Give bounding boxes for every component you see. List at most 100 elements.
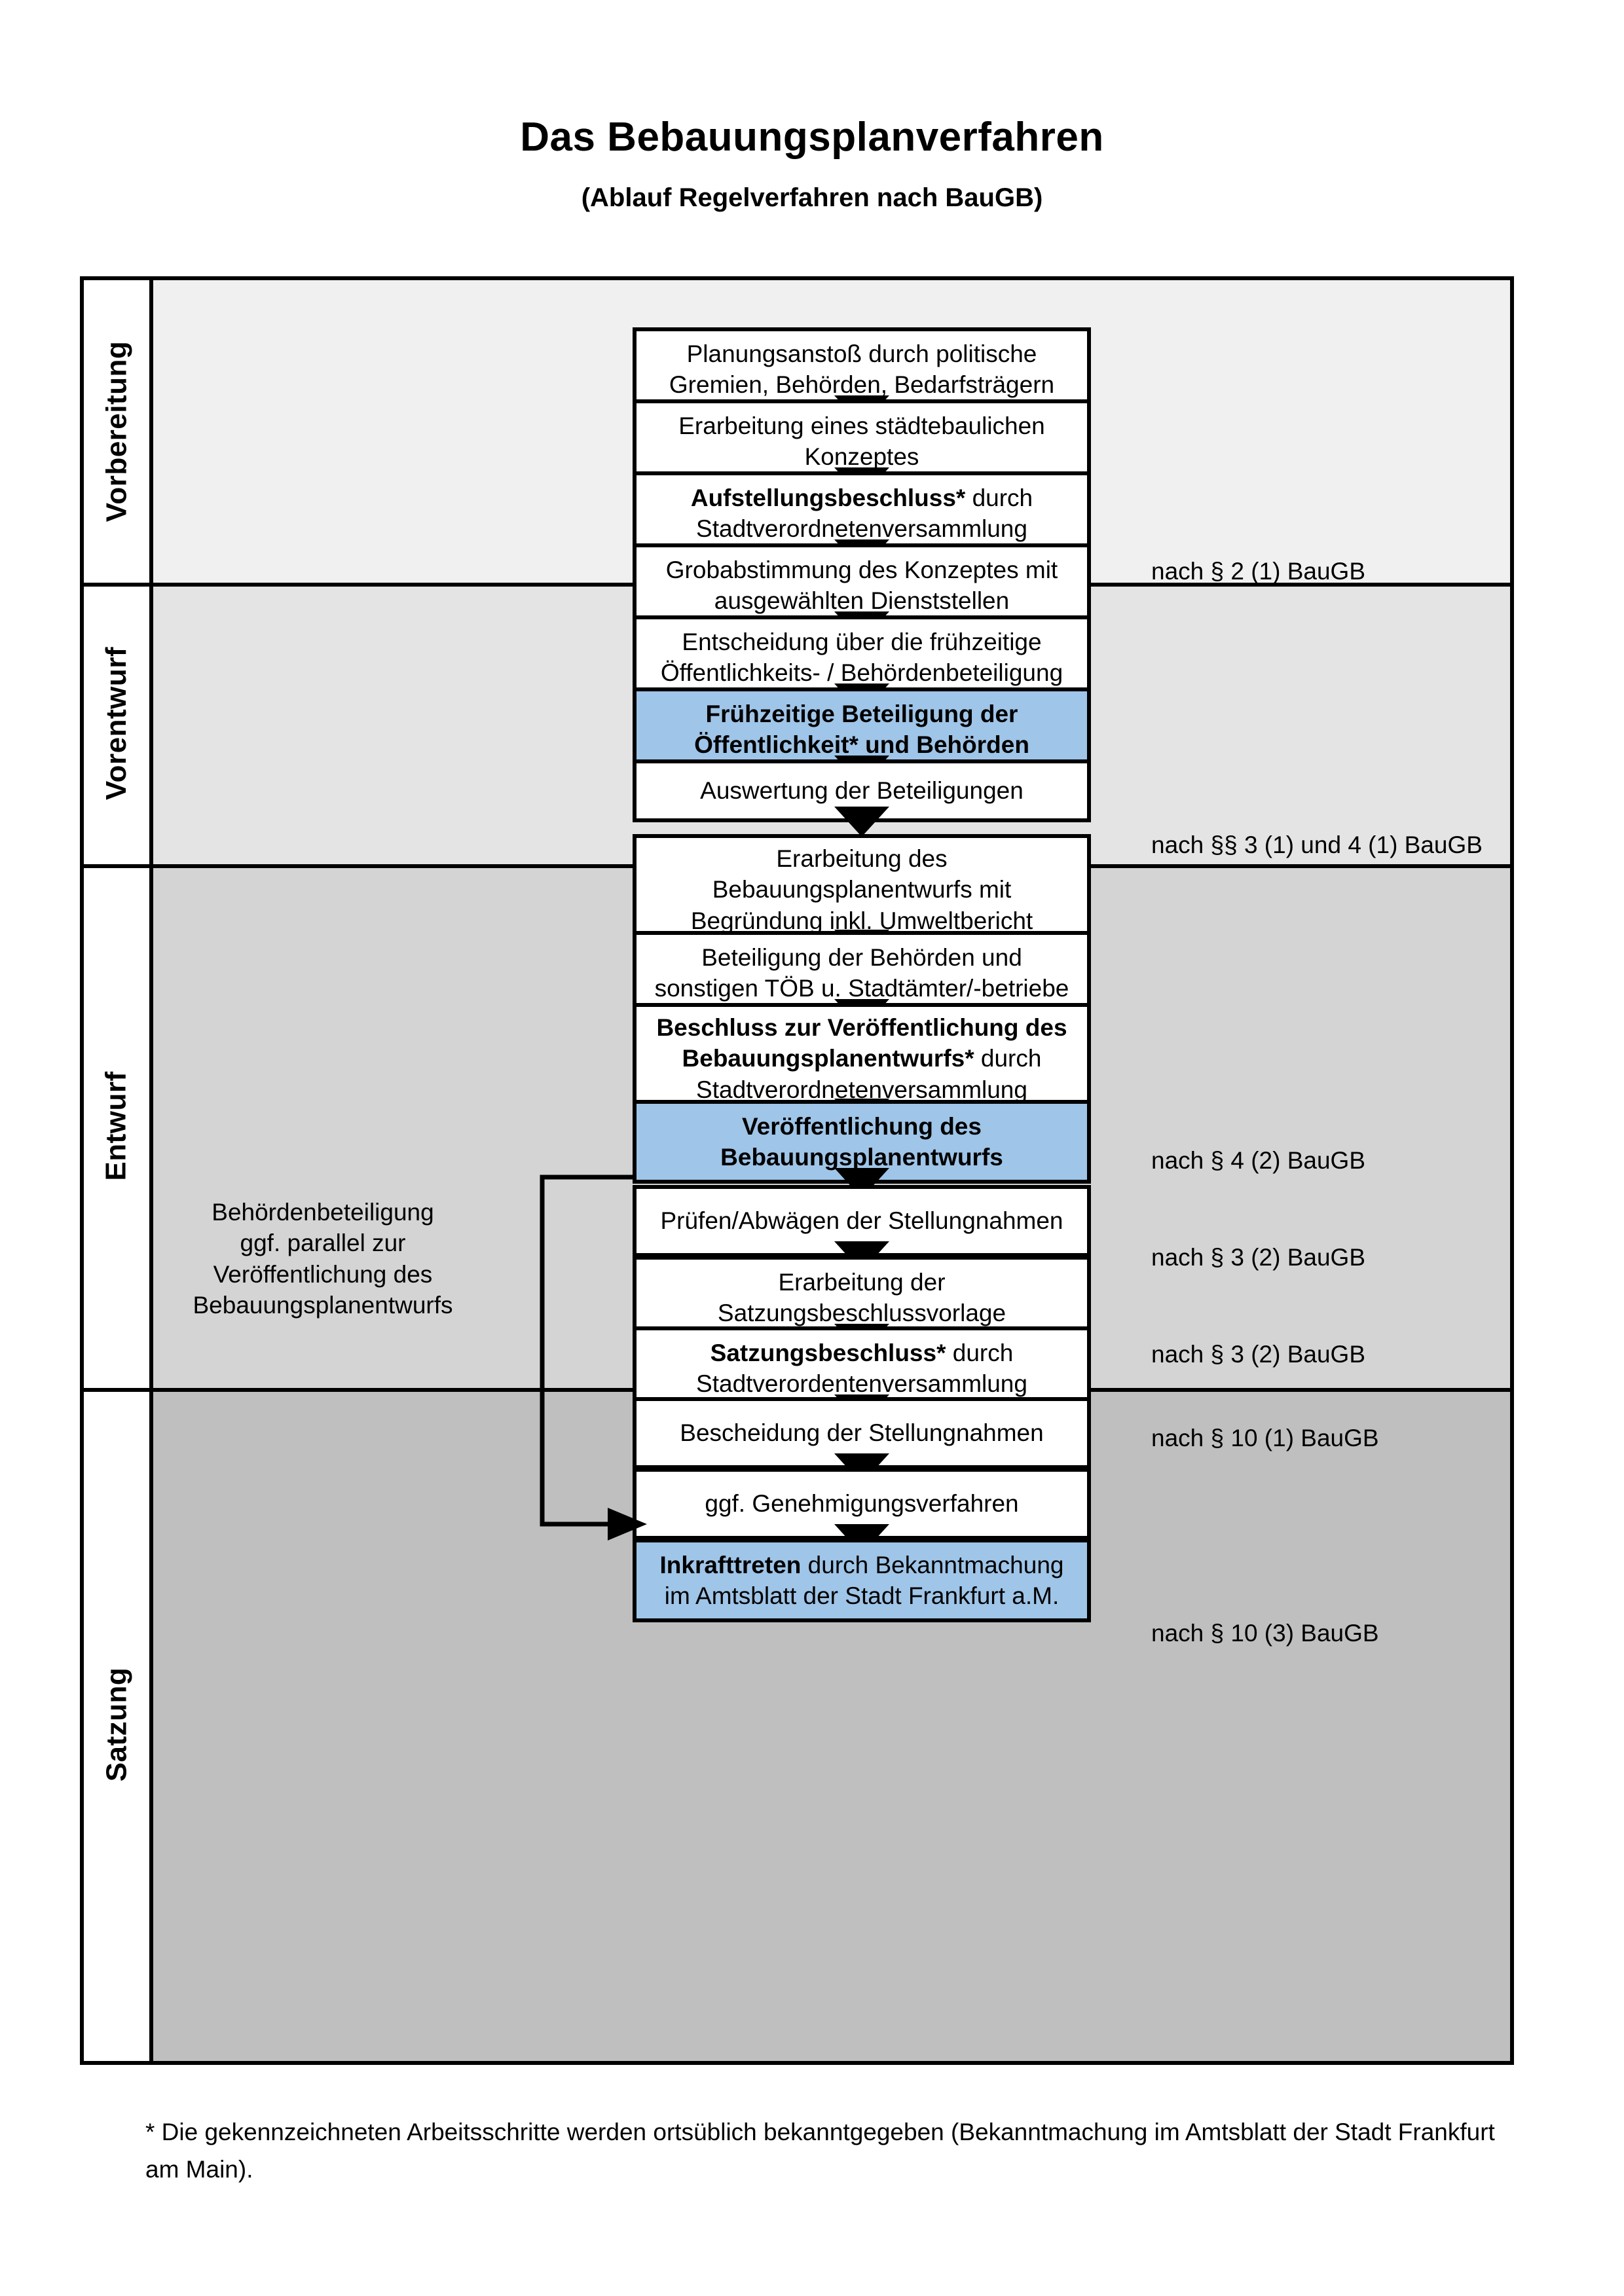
step-line-bold: Öffentlichkeit* und Behörden bbox=[694, 731, 1029, 758]
footnote: * Die gekennzeichneten Arbeitsschritte w… bbox=[145, 2119, 1495, 2183]
law-reference-ref-10-1: nach § 10 (1) BauGB bbox=[1151, 1425, 1379, 1451]
law-reference-ref-10-3: nach § 10 (3) BauGB bbox=[1151, 1620, 1379, 1647]
side-note-line: Bebauungsplanentwurfs bbox=[193, 1292, 453, 1319]
step-line-bold: Veröffentlichung des bbox=[742, 1112, 982, 1140]
step-line: ggf. Genehmigungsverfahren bbox=[644, 1488, 1079, 1519]
step-line-text: Erarbeitung eines städtebaulichen bbox=[678, 412, 1045, 439]
phase-label: Vorentwurf bbox=[100, 647, 132, 800]
step-line: Planungsanstoß durch politische bbox=[644, 338, 1079, 369]
step-line-text: Gremien, Behörden, Bedarfsträgern bbox=[669, 371, 1055, 398]
step-line: Grobabstimmung des Konzeptes mit bbox=[644, 555, 1079, 585]
step-line: Prüfen/Abwägen der Stellungnahmen bbox=[644, 1205, 1079, 1236]
step-line-text: Stadtverordentenversammlung bbox=[696, 1370, 1027, 1397]
step-line-bold: Inkrafttreten bbox=[659, 1551, 802, 1578]
step-line: Erarbeitung eines städtebaulichen bbox=[644, 410, 1079, 441]
law-reference-ref-3-2-b: nach § 3 (2) BauGB bbox=[1151, 1341, 1366, 1368]
step-line: Bebauungsplanentwurfs* durch bbox=[644, 1043, 1079, 1074]
step-line-text: Prüfen/Abwägen der Stellungnahmen bbox=[660, 1207, 1063, 1235]
arrow-down-icon bbox=[834, 807, 889, 837]
step-line-text: Bebauungsplanentwurfs mit bbox=[712, 876, 1012, 903]
step-line: Frühzeitige Beteiligung der bbox=[644, 699, 1079, 729]
side-note-line: ggf. parallel zur bbox=[240, 1230, 406, 1257]
step-line-tail: durch bbox=[946, 1339, 1014, 1366]
step-line: im Amtsblatt der Stadt Frankfurt a.M. bbox=[644, 1580, 1079, 1611]
step-line: Inkrafttreten durch Bekanntmachung bbox=[644, 1550, 1079, 1580]
step-line: Satzungsbeschluss* durch bbox=[644, 1338, 1079, 1368]
step-line: Öffentlichkeits- / Behördenbeteiligung bbox=[644, 657, 1079, 688]
step-line: Erarbeitung des bbox=[644, 843, 1079, 874]
step-line-text: Öffentlichkeits- / Behördenbeteiligung bbox=[660, 659, 1063, 686]
step-text: Auswertung der Beteiligungen bbox=[644, 775, 1079, 806]
step-line: Begründung inkl. Umweltbericht bbox=[644, 905, 1079, 936]
phase-label-cell-3: Satzung bbox=[84, 1388, 153, 2061]
side-note-line: Behördenbeteiligung bbox=[212, 1199, 434, 1226]
step-line: Erarbeitung der bbox=[644, 1267, 1079, 1298]
step-line-bold: Aufstellungsbeschluss* bbox=[690, 484, 966, 511]
step-line-bold: Bebauungsplanentwurfs bbox=[720, 1144, 1003, 1171]
phase-label-cell-1: Vorentwurf bbox=[84, 583, 153, 864]
step-line-text: Auswertung der Beteiligungen bbox=[700, 777, 1024, 805]
step-line: ausgewählten Dienststellen bbox=[644, 585, 1079, 616]
step-line-text: Konzeptes bbox=[804, 443, 919, 470]
step-line: Entscheidung über die frühzeitige bbox=[644, 627, 1079, 657]
phase-label-cell-2: Entwurf bbox=[84, 864, 153, 1388]
law-reference-ref-4-2: nach § 4 (2) BauGB bbox=[1151, 1147, 1366, 1174]
step-line-text: ausgewählten Dienststellen bbox=[714, 587, 1010, 614]
phase-label: Vorbereitung bbox=[100, 340, 132, 522]
law-reference-ref-2-1: nach § 2 (1) BauGB bbox=[1151, 558, 1366, 585]
step-line-bold: Satzungsbeschluss* bbox=[710, 1339, 946, 1366]
step-line-bold: Frühzeitige Beteiligung der bbox=[705, 700, 1018, 727]
step-line: Beschluss zur Veröffentlichung des bbox=[644, 1012, 1079, 1043]
page-subtitle: (Ablauf Regelverfahren nach BauGB) bbox=[581, 183, 1043, 213]
page-title: Das Bebauungsplanverfahren bbox=[520, 115, 1104, 160]
phase-label: Entwurf bbox=[100, 1071, 133, 1181]
step-line: sonstigen TÖB u. Stadtämter/-betriebe bbox=[644, 973, 1079, 1004]
step-line-bold: Bebauungsplanentwurfs* bbox=[682, 1045, 974, 1072]
step-line-text: Stadtverordnetenversammlung bbox=[696, 1076, 1027, 1103]
step-line: Bescheidung der Stellungnahmen bbox=[644, 1417, 1079, 1448]
step-line: Auswertung der Beteiligungen bbox=[644, 775, 1079, 806]
step-line-text: Stadtverordnetenversammlung bbox=[696, 515, 1027, 542]
title-block: Das Bebauungsplanverfahren (Ablauf Regel… bbox=[0, 0, 1624, 213]
step-line-text: Begründung inkl. Umweltbericht bbox=[690, 907, 1033, 934]
step-line: Aufstellungsbeschluss* durch bbox=[644, 483, 1079, 513]
step-line-tail: durch bbox=[965, 484, 1033, 511]
step-line-text: Erarbeitung der bbox=[778, 1268, 946, 1296]
step-line: Bebauungsplanentwurfs mit bbox=[644, 874, 1079, 905]
step-line: Stadtverordentenversammlung bbox=[644, 1368, 1079, 1399]
step-line: Bebauungsplanentwurfs bbox=[644, 1142, 1079, 1173]
step-line: Satzungsbeschlussvorlage bbox=[644, 1298, 1079, 1328]
step-line: Konzeptes bbox=[644, 441, 1079, 472]
law-reference-ref-3-2-a: nach § 3 (2) BauGB bbox=[1151, 1244, 1366, 1271]
step-text: Grobabstimmung des Konzeptes mit ausgewäh… bbox=[644, 555, 1079, 617]
step-line-text: Beteiligung der Behörden und bbox=[701, 943, 1022, 971]
step-line: Stadtverordnetenversammlung bbox=[644, 1074, 1079, 1105]
law-reference-ref-3-1-4-1: nach §§ 3 (1) und 4 (1) BauGB bbox=[1151, 831, 1483, 858]
step-line-text: Entscheidung über die frühzeitige bbox=[682, 628, 1042, 655]
step-line: Beteiligung der Behörden und bbox=[644, 942, 1079, 973]
step-line: Gremien, Behörden, Bedarfsträgern bbox=[644, 369, 1079, 400]
step-line-text: Grobabstimmung des Konzeptes mit bbox=[665, 556, 1058, 583]
